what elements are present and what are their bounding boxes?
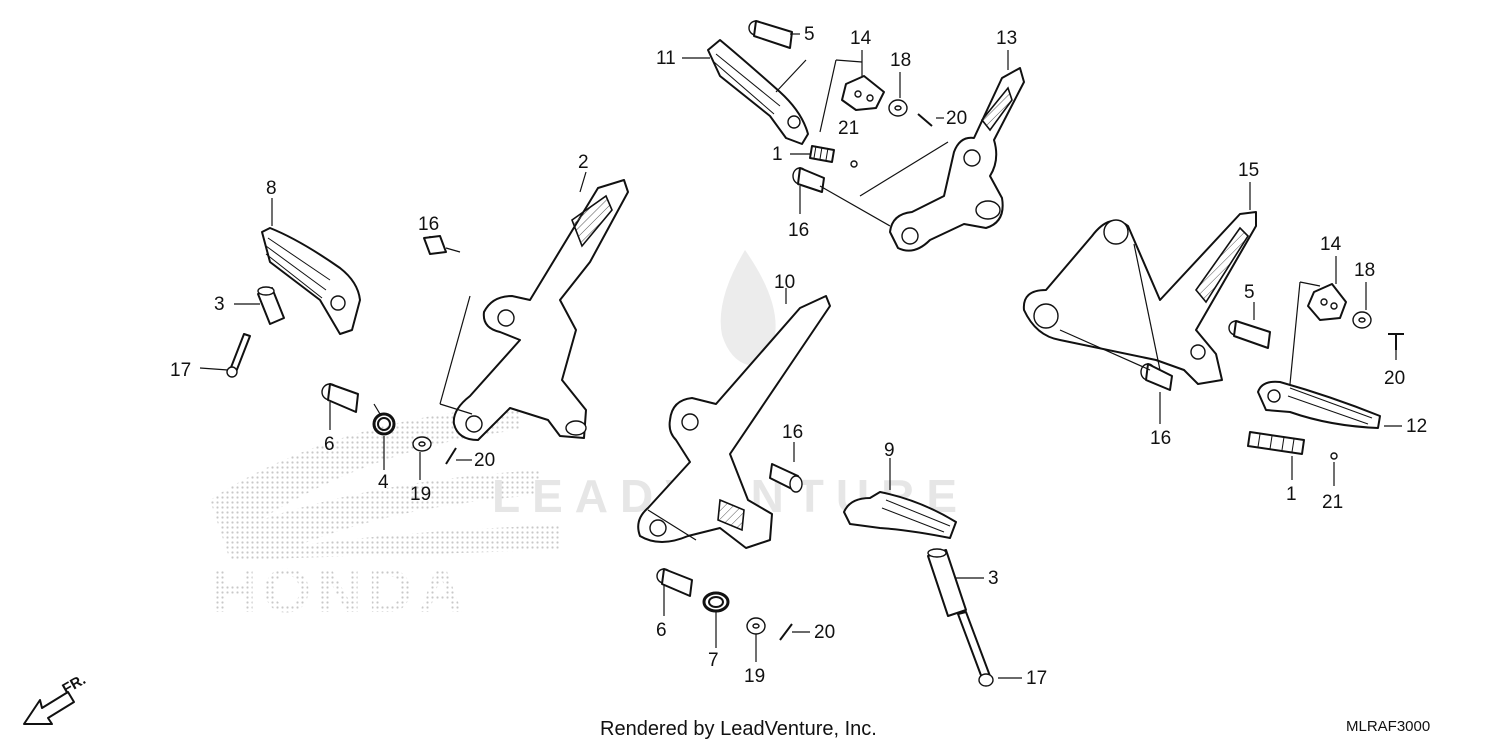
- callout-20c: 20: [946, 108, 967, 129]
- callout-1b: 1: [1286, 484, 1297, 505]
- bolt-16c[interactable]: [792, 167, 825, 193]
- plate-14b[interactable]: [1307, 283, 1347, 321]
- bolt-16a[interactable]: [423, 235, 461, 255]
- callout-13: 13: [996, 28, 1017, 49]
- plate-14a[interactable]: [841, 75, 885, 111]
- callout-15: 15: [1238, 160, 1259, 181]
- callout-7: 7: [708, 650, 719, 671]
- step-holder-15[interactable]: [1022, 211, 1257, 385]
- callout-18b: 18: [1354, 260, 1375, 281]
- front-arrow-icon: [23, 691, 75, 725]
- callout-20a: 20: [474, 450, 495, 471]
- diagram-reference-code: MLRAF3000: [1346, 718, 1431, 735]
- callout-20b: 20: [814, 622, 835, 643]
- callout-3a: 3: [214, 294, 225, 315]
- bolt-16b[interactable]: [769, 463, 803, 493]
- callout-1a: 1: [772, 144, 783, 165]
- callout-11: 11: [656, 48, 676, 69]
- cotter-pin-20a[interactable]: [445, 447, 457, 465]
- callout-5b: 5: [1244, 282, 1255, 303]
- step-holder-10[interactable]: [637, 295, 831, 549]
- callout-9: 9: [884, 440, 895, 461]
- bolt-17b[interactable]: [957, 611, 994, 687]
- callout-20d: 20: [1384, 368, 1405, 389]
- spring-1b[interactable]: [1247, 431, 1305, 455]
- callout-5a: 5: [804, 24, 815, 45]
- callout-12: 12: [1406, 416, 1427, 437]
- callout-4: 4: [378, 472, 389, 493]
- callout-21a: 21: [838, 118, 859, 139]
- callout-6a: 6: [324, 434, 335, 455]
- callout-18a: 18: [890, 50, 911, 71]
- callout-14a: 14: [850, 28, 872, 49]
- leader-lines: [199, 33, 1402, 679]
- callout-8: 8: [266, 178, 277, 199]
- footpeg-9[interactable]: [843, 491, 957, 539]
- pin-5a[interactable]: [748, 20, 793, 49]
- footer-credit: Rendered by LeadVenture, Inc.: [600, 718, 877, 740]
- callout-6b: 6: [656, 620, 667, 641]
- step-holder-2[interactable]: [452, 179, 629, 441]
- callout-17a: 17: [170, 360, 191, 381]
- step-holder-13[interactable]: [889, 67, 1025, 252]
- spring-1a[interactable]: [809, 145, 835, 163]
- pin-6a[interactable]: [321, 383, 359, 413]
- clip-21a[interactable]: [850, 160, 858, 168]
- footpeg-8[interactable]: [261, 227, 361, 335]
- wing-logo-icon: [210, 405, 560, 560]
- callout-16a: 16: [418, 214, 439, 235]
- callout-3b: 3: [988, 568, 999, 589]
- spring-7[interactable]: [702, 591, 730, 613]
- collar-3b[interactable]: [927, 548, 967, 617]
- washer-18a[interactable]: [888, 99, 908, 117]
- washer-19a[interactable]: [412, 436, 432, 452]
- cotter-pin-20b[interactable]: [779, 623, 793, 641]
- callout-16b: 16: [782, 422, 803, 443]
- callout-16c: 16: [788, 220, 809, 241]
- cotter-pin-20d[interactable]: [1388, 333, 1404, 350]
- collar-3a[interactable]: [257, 286, 285, 325]
- pin-5b[interactable]: [1228, 320, 1271, 349]
- pin-6b[interactable]: [656, 568, 693, 597]
- callout-17b: 17: [1026, 668, 1047, 689]
- callout-19a: 19: [410, 484, 431, 505]
- spring-4[interactable]: [372, 403, 396, 436]
- footpeg-12[interactable]: [1257, 380, 1381, 429]
- bolt-17a[interactable]: [226, 333, 251, 378]
- footpeg-11[interactable]: [707, 39, 809, 145]
- cotter-pin-20c[interactable]: [917, 113, 933, 127]
- washer-19b[interactable]: [746, 617, 766, 635]
- callout-16d: 16: [1150, 428, 1171, 449]
- callout-labels: 8 3 17 2 16 6 4 19 20 10 16 9 3 17 6 7 1…: [170, 24, 1427, 689]
- callout-14b: 14: [1320, 234, 1342, 255]
- callout-21b: 21: [1322, 492, 1343, 513]
- flame-icon: [720, 250, 776, 365]
- clip-21b[interactable]: [1330, 452, 1338, 460]
- callout-2: 2: [578, 152, 589, 173]
- brand-logo-text: HONDA: [212, 557, 469, 626]
- washer-18b[interactable]: [1352, 311, 1372, 329]
- brand-logo-background: HONDA: [210, 405, 560, 626]
- callout-10: 10: [774, 272, 795, 293]
- callout-19b: 19: [744, 666, 765, 687]
